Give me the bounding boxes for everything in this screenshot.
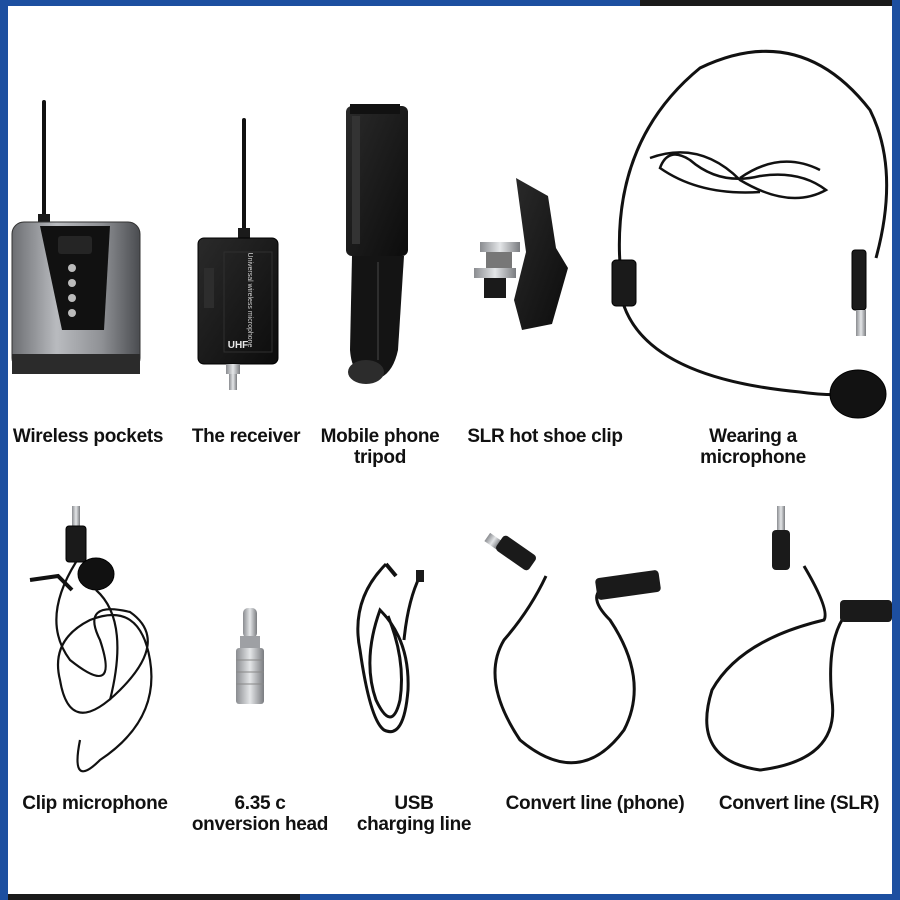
label-line: Convert line (SLR) <box>718 793 880 814</box>
label-hot-shoe-clip: SLR hot shoe clip <box>458 426 632 447</box>
wireless-transmitter-image <box>11 100 141 374</box>
receiver-uhf-badge: UHF <box>228 340 249 351</box>
label-wireless-pockets: Wireless pockets <box>8 426 168 447</box>
frame-top-border <box>0 0 900 6</box>
frame-left-border <box>0 0 8 900</box>
label-usb-line: USB charging line <box>346 793 482 835</box>
label-line: onversion head <box>191 814 329 835</box>
label-line: 6.35 c <box>234 793 286 814</box>
label-line: SLR hot shoe clip <box>467 426 623 447</box>
usb-cable-image <box>356 562 424 734</box>
label-receiver: The receiver <box>180 426 312 447</box>
receiver-image <box>197 118 279 390</box>
frame-bottom-border <box>0 894 900 900</box>
label-line: Convert line (phone) <box>505 793 685 814</box>
label-line: tripod <box>353 447 407 468</box>
phone-tripod-image <box>346 104 408 384</box>
label-adapter: 6.35 c onversion head <box>182 793 338 835</box>
label-line: USB <box>394 793 434 814</box>
label-line: Mobile phone <box>320 426 440 447</box>
label-line: charging line <box>356 814 472 835</box>
clip-microphone-image <box>29 506 153 773</box>
hot-shoe-clip-image <box>474 178 568 330</box>
label-convert-slr: Convert line (SLR) <box>710 793 888 814</box>
label-phone-tripod: Mobile phone tripod <box>310 426 450 468</box>
label-clip-mic: Clip microphone <box>12 793 178 814</box>
label-convert-phone: Convert line (phone) <box>492 793 698 814</box>
label-line: Clip microphone <box>22 793 168 814</box>
frame-right-border <box>892 0 900 900</box>
label-line: The receiver <box>191 426 301 447</box>
label-headset-mic: Wearing a microphone <box>680 426 826 468</box>
adapter-image <box>236 608 264 704</box>
label-line: Wireless pockets <box>12 426 164 447</box>
headset-microphone-image <box>611 49 889 419</box>
convert-line-phone-image <box>484 532 661 765</box>
label-line: microphone <box>700 447 806 468</box>
convert-line-slr-image <box>705 506 892 772</box>
receiver-side-text: Universal wireless microphone <box>246 253 253 348</box>
label-line: Wearing a <box>709 426 797 447</box>
